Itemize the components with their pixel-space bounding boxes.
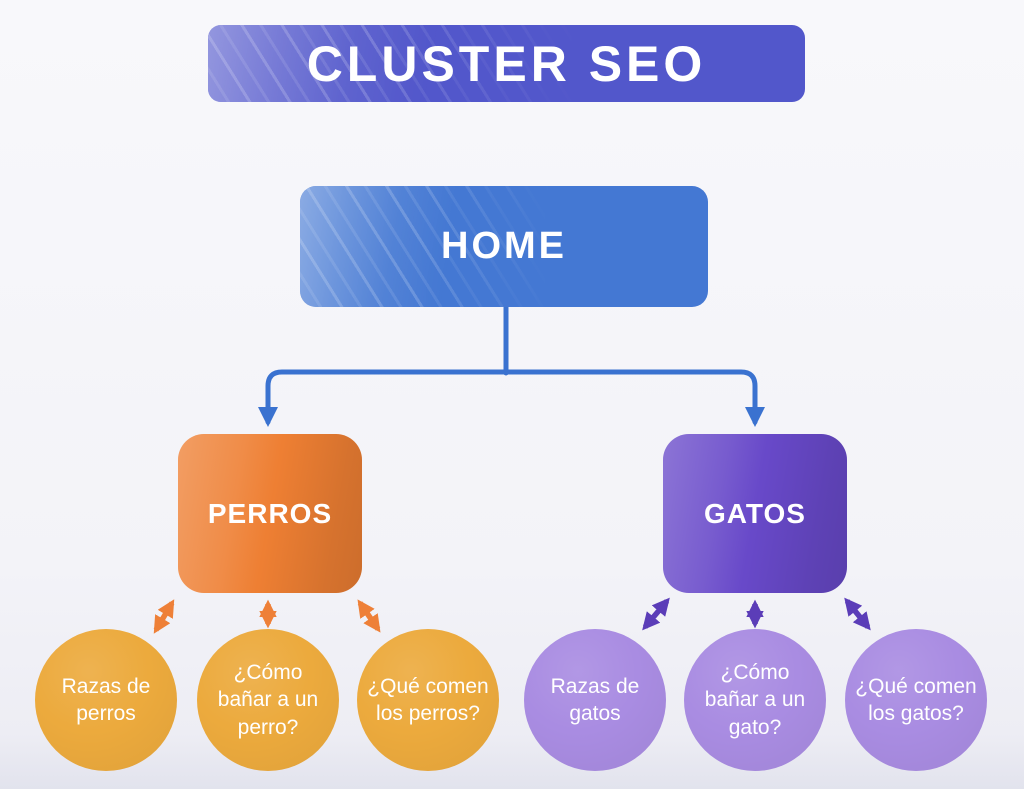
topic-label: Razas de perros (61, 674, 151, 725)
topic-label: ¿Qué comen los perros? (367, 674, 489, 725)
topic-label: ¿Cómo bañar a un perro? (217, 661, 319, 739)
topic-circle-razas-de-gatos: Razas de gatos (524, 629, 666, 771)
topic-circle-comen-perros: ¿Qué comen los perros? (357, 629, 499, 771)
cluster-node-perros-label: PERROS (207, 497, 333, 529)
title-banner: CLUSTER SEO (208, 25, 805, 102)
topic-circle-banar-perro: ¿Cómo bañar a un perro? (197, 629, 339, 771)
topic-circle-banar-gato: ¿Cómo bañar a un gato? (684, 629, 826, 771)
page-title: CLUSTER SEO (306, 35, 707, 92)
double-arrow-icon-gatos-1 (642, 597, 670, 631)
double-arrow-icon-perros-1 (153, 599, 175, 634)
topic-label: ¿Qué comen los gatos? (855, 674, 977, 725)
home-node-label: HOME (441, 225, 567, 267)
double-arrow-icon-gatos-3 (844, 597, 871, 631)
cluster-node-gatos-label: GATOS (704, 497, 806, 529)
topic-label: Razas de gatos (550, 674, 640, 725)
cluster-node-perros: PERROS (178, 434, 362, 593)
cluster-node-gatos: GATOS (663, 434, 847, 593)
home-node: HOME (300, 186, 708, 307)
topic-circle-razas-de-perros: Razas de perros (35, 629, 177, 771)
topic-circle-comen-gatos: ¿Qué comen los gatos? (845, 629, 987, 771)
branch-connector-arrows (258, 369, 765, 427)
double-arrow-icon-perros-3 (357, 599, 381, 633)
topic-label: ¿Cómo bañar a un gato? (704, 661, 806, 739)
